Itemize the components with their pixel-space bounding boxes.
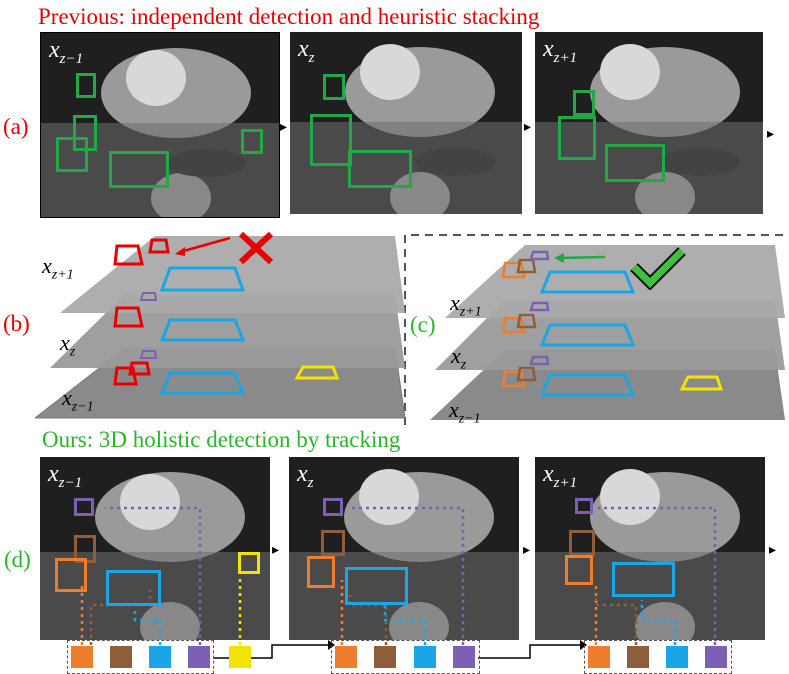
ct-slice-a-next: xz+1 — [535, 32, 763, 214]
stack-label-next: xz+1 — [42, 253, 74, 283]
separator-lines — [404, 234, 785, 425]
detection-box — [348, 150, 412, 188]
title-previous: Previous: independent detection and heur… — [38, 4, 540, 29]
red-x-icon — [238, 231, 274, 265]
tracked-box-purple — [323, 498, 343, 516]
track-square-blue — [414, 646, 436, 668]
track-square-orange — [335, 646, 357, 668]
tracked-box-brown — [321, 530, 345, 556]
track-square-brown — [110, 646, 132, 668]
arrow-icon: ▸ — [523, 543, 531, 558]
detection-box — [573, 90, 595, 116]
ct-slice-d-prev: xz−1 — [40, 457, 270, 640]
track-square-purple — [453, 646, 475, 668]
label-c: (c) — [410, 312, 436, 337]
detection-box — [109, 151, 169, 188]
ct-image — [40, 457, 270, 640]
ct-image — [535, 457, 765, 640]
slice-stack-b — [35, 236, 405, 419]
tracked-box-blue — [106, 570, 161, 606]
tracked-box-purple — [74, 498, 94, 516]
track-square-orange — [71, 646, 93, 668]
ct-image — [289, 457, 519, 640]
arrow-icon: ▸ — [769, 543, 777, 558]
track-square-purple — [705, 646, 727, 668]
track-square-yellow — [229, 646, 251, 668]
detection-box — [241, 129, 263, 154]
slice-label: xz−1 — [48, 461, 83, 491]
tracked-box-yellow — [238, 552, 260, 574]
stack-label-next: xz+1 — [450, 290, 482, 320]
detection-box — [323, 74, 345, 100]
stack-label-prev: xz−1 — [449, 397, 481, 427]
track-square-blue — [149, 646, 171, 668]
tracked-box-orange — [55, 558, 87, 592]
stack-label-cur: xz — [451, 343, 467, 373]
arrow-icon: ▸ — [767, 127, 775, 142]
detection-box — [56, 137, 88, 172]
ct-slice-a-prev: xz−1 — [40, 32, 280, 218]
green-check-icon — [630, 247, 686, 290]
detection-box — [558, 116, 596, 160]
ct-slice-d-next: xz+1 — [535, 457, 765, 640]
tracked-box-orange — [565, 555, 593, 585]
detection-box — [605, 144, 665, 182]
label-a: (a) — [3, 114, 29, 139]
ct-slice-a-cur: xz — [290, 32, 522, 214]
tracked-box-blue — [345, 567, 408, 605]
ct-slice-d-cur: xz — [289, 457, 519, 640]
track-square-purple — [188, 646, 210, 668]
arrow-icon: ▸ — [524, 120, 532, 135]
slice-label: xz — [298, 36, 315, 66]
detection-box — [310, 114, 352, 166]
ct-image — [290, 32, 522, 214]
tracked-box-blue — [612, 562, 675, 597]
tracked-box-brown — [569, 530, 595, 556]
label-b: (b) — [3, 311, 30, 336]
stack-label-cur: xz — [60, 330, 76, 360]
tracked-box-orange — [307, 556, 335, 588]
title-ours: Ours: 3D holistic detection by tracking — [42, 427, 401, 452]
tracked-box-purple — [575, 498, 593, 514]
track-square-brown — [627, 646, 649, 668]
detection-box — [76, 73, 96, 98]
slice-label: xz+1 — [543, 461, 578, 491]
slice-label: xz+1 — [543, 36, 578, 66]
ct-image — [535, 32, 763, 214]
slice-label: xz−1 — [49, 37, 84, 67]
slice-stack-c — [430, 245, 785, 420]
slice-label: xz — [297, 461, 314, 491]
arrow-icon: ▸ — [272, 543, 280, 558]
label-d: (d) — [4, 547, 31, 572]
track-square-blue — [666, 646, 688, 668]
stack-label-prev: xz−1 — [62, 385, 94, 415]
arrow-icon: ▸ — [280, 120, 288, 135]
track-square-orange — [588, 646, 610, 668]
track-square-brown — [374, 646, 396, 668]
